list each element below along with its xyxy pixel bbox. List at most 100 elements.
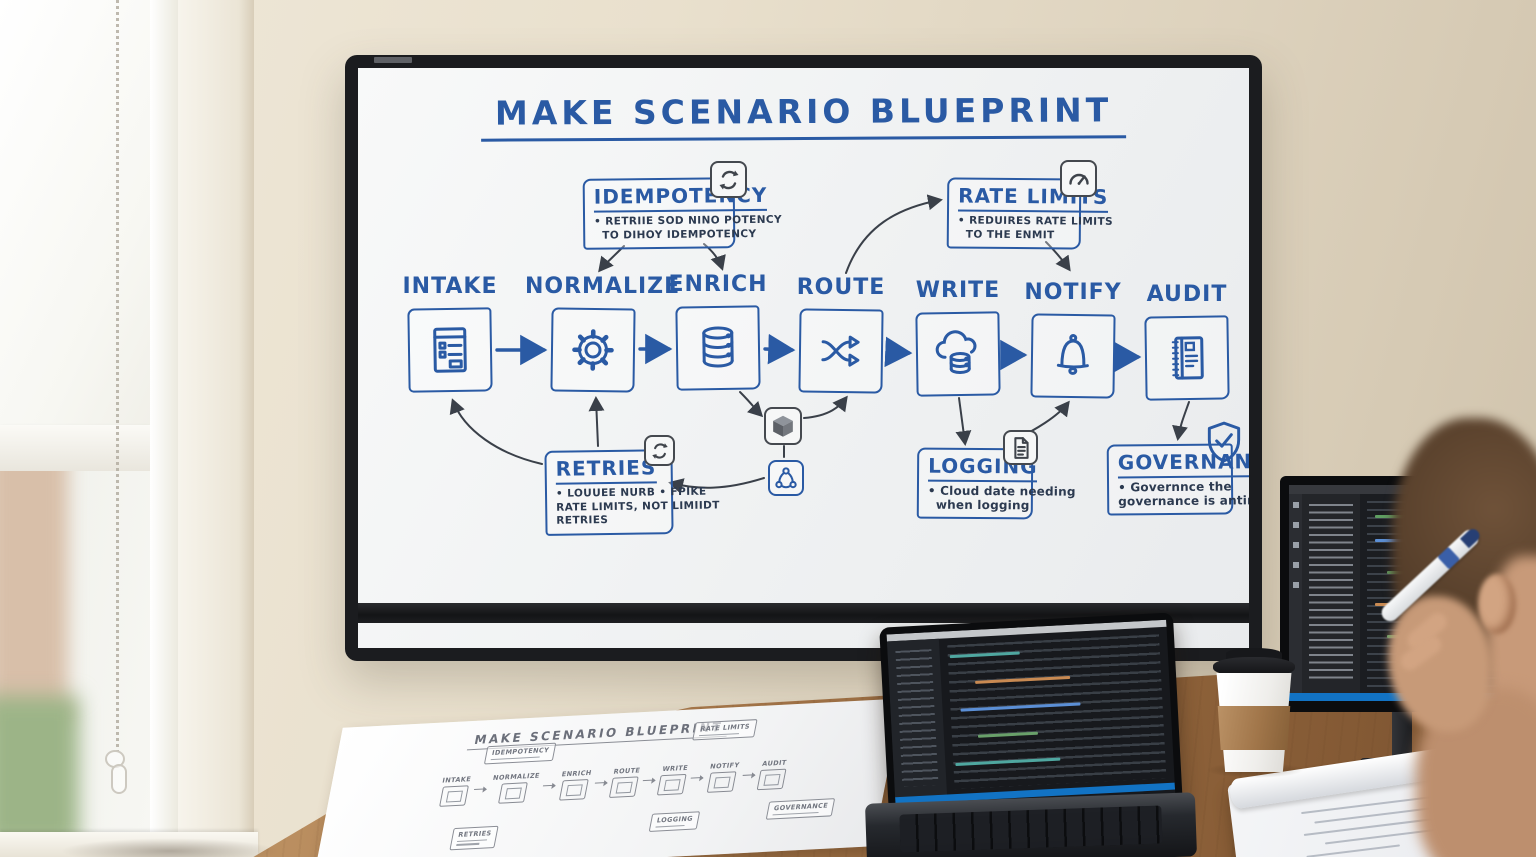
whiteboard: MAKE SCENARIO BLUEPRINT (345, 55, 1262, 661)
laptop-keyboard (899, 805, 1163, 853)
paper-stage: WRITE (657, 764, 689, 796)
stage-label: AUDIT (1146, 282, 1228, 307)
stage-label: ENRICH (668, 272, 768, 297)
stage-enrich: ENRICH (650, 272, 786, 391)
window-sash-stile (150, 0, 178, 835)
ledger-notebook-icon (1171, 336, 1204, 380)
stage-normalize: NORMALIZE (525, 274, 681, 393)
form-document-icon (433, 327, 467, 373)
paper-callout-governance: GOVERNANCE (765, 798, 836, 821)
coffee-cup (1206, 648, 1304, 778)
cup-lid (1213, 657, 1295, 677)
cloud-database-icon (935, 330, 977, 374)
whiteboard-surface: MAKE SCENARIO BLUEPRINT (358, 68, 1249, 648)
monitor-activity-bar (1289, 494, 1302, 693)
window-sash-rail (0, 425, 150, 471)
paper-stage: NOTIFY (705, 761, 740, 793)
api-nodes-icon (768, 460, 804, 496)
package-cube-icon (764, 407, 802, 445)
log-document-icon (1003, 430, 1038, 465)
blind-pull-chain (116, 0, 119, 752)
paper-arrow (742, 774, 755, 776)
blind-chain-connector (103, 748, 131, 800)
gear-icon (572, 329, 614, 371)
brick-wall-through-window (0, 471, 68, 721)
paper-blueprint-sketch: MAKE SCENARIO BLUEPRINT INTAKE NORMALIZE… (314, 698, 902, 857)
stage-icon-box (407, 307, 493, 393)
stage-icon-box (550, 307, 636, 393)
retry-loop-icon (644, 435, 675, 466)
cup-sleeve (1217, 706, 1291, 750)
monitor-statusbar (1289, 693, 1531, 701)
callout-note: RATE LIMITS, NOT LIMIIDT (556, 498, 720, 514)
paper-stage: INTAKE (437, 775, 472, 807)
notepad-handwriting (1301, 783, 1536, 857)
stage-notify: NOTIFY (1005, 280, 1141, 399)
bell-icon (1056, 334, 1089, 375)
callout-note: • Cloud date needing (927, 483, 1076, 499)
callout-note: governance is antinces (1118, 492, 1249, 508)
laptop-keyboard-base (864, 792, 1198, 857)
stage-icon-box (1144, 315, 1230, 401)
paper-arrow (643, 779, 656, 782)
paper-stage: NORMALIZE (488, 772, 541, 805)
callout-note: RETRIES (556, 514, 609, 527)
paper-stage: ROUTE (608, 766, 641, 798)
stage-icon-box (798, 308, 884, 394)
stage-icon-box (675, 305, 761, 391)
paper-arrow (473, 788, 487, 791)
stage-write: WRITE (890, 278, 1026, 397)
stage-audit: AUDIT (1119, 282, 1249, 401)
sync-arrows-icon (710, 161, 747, 198)
laptop-screen (879, 612, 1183, 820)
external-monitor (1280, 476, 1536, 786)
paper-callout-idempotency: IDEMPOTENCY (483, 742, 557, 765)
whiteboard-rail (358, 603, 1249, 623)
stage-label: NORMALIZE (525, 274, 681, 299)
diagram-arrows (449, 194, 1190, 494)
route-shuffle-icon (821, 335, 860, 367)
laptop (864, 612, 1198, 857)
window-pane-bottom (0, 471, 150, 835)
stage-route: ROUTE (773, 275, 909, 394)
paper-arrow (594, 782, 607, 784)
shield-check-icon (1205, 420, 1243, 468)
paper-stage: ENRICH (557, 769, 592, 801)
monitor-code-area (1367, 501, 1525, 687)
paper-arrow (542, 784, 555, 787)
callout-note: when logging (935, 497, 1030, 512)
laptop-file-tree (886, 638, 947, 798)
gauge-icon (1060, 160, 1097, 197)
database-icon (702, 326, 734, 368)
paper-title: MAKE SCENARIO BLUEPRINT (337, 709, 860, 755)
stage-label: WRITE (915, 278, 1001, 303)
foliage-through-window (0, 696, 79, 835)
monitor-file-explorer (1302, 494, 1360, 693)
window-sill (0, 832, 258, 857)
paper-callout-rate-limits: RATE LIMITS (692, 719, 758, 741)
window-pane-top (0, 0, 150, 425)
paper-stage: AUDIT (756, 759, 788, 791)
monitor-bezel (1280, 476, 1536, 712)
monitor-titlebar (1289, 485, 1531, 494)
window-glass (0, 0, 150, 835)
callout-note: • RETRIIE SOD NINO POTENCY (594, 213, 783, 228)
monitor-code-editor (1289, 485, 1531, 701)
whiteboard-brand-label (374, 57, 412, 63)
laptop-code-area (947, 634, 1167, 790)
stage-icon-box (1030, 313, 1116, 399)
callout-note: TO DIHOY IDEMPOTENCY (602, 227, 757, 242)
callout-title: RETRIES (555, 455, 657, 485)
laptop-code-editor (886, 619, 1176, 811)
stage-intake: INTAKE (382, 274, 518, 393)
stage-icon-box (915, 311, 1001, 397)
stage-label: NOTIFY (1024, 280, 1122, 305)
paper-callout-logging: LOGGING (648, 811, 701, 833)
paper-arrow (691, 777, 704, 779)
callout-note: • REDUIRES RATE LIMITS (957, 214, 1114, 228)
callout-note: TO THE ENMIT (965, 228, 1055, 241)
stage-label: INTAKE (402, 274, 498, 299)
callout-note: • LOUUEE NURB • FPIKE (555, 485, 707, 500)
window-jamb (178, 0, 254, 857)
stage-label: ROUTE (796, 275, 886, 300)
